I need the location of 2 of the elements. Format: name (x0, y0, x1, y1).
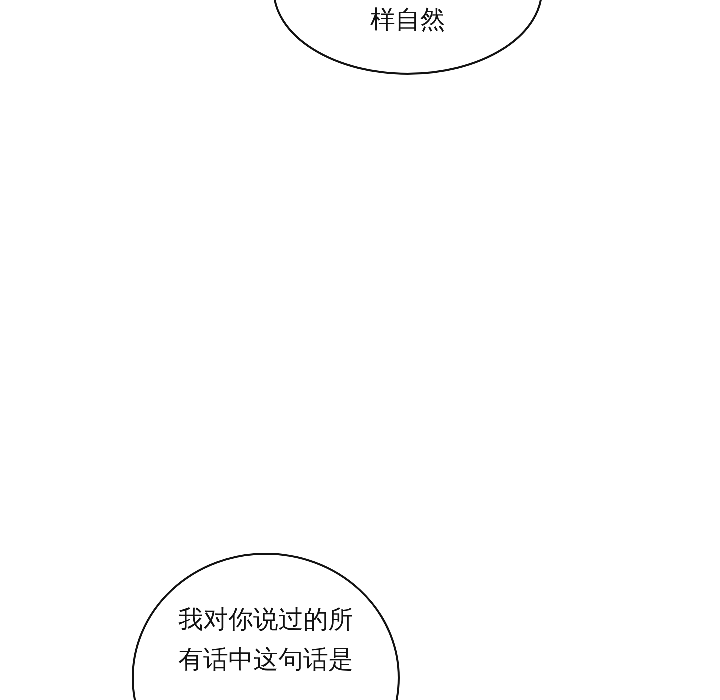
dialogue-text: 样自然 (370, 4, 446, 36)
dialogue-text: 我对你说过的所有话中这句话是 (178, 604, 354, 676)
